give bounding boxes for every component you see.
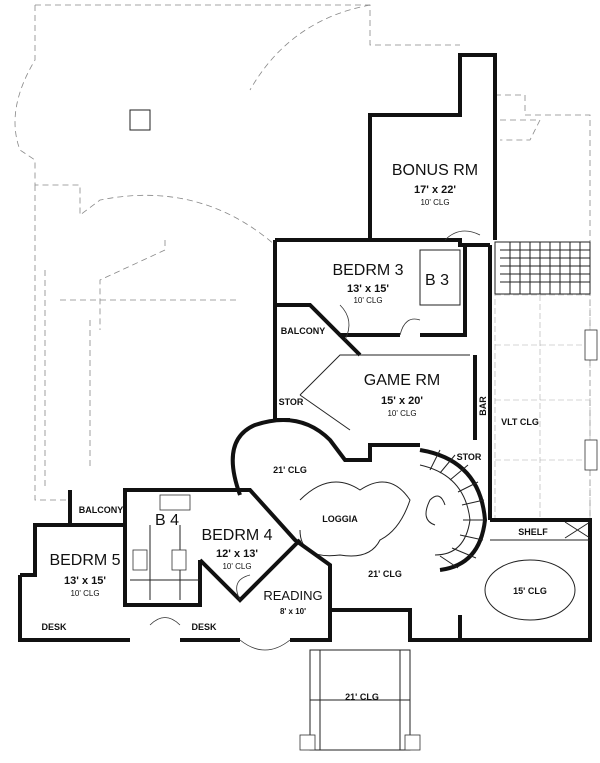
shelf-label: SHELF — [518, 527, 548, 537]
stor-left-label: STOR — [279, 397, 304, 407]
bonus-room-name: BONUS RM — [392, 162, 478, 179]
foyer-ceiling: 21' CLG — [368, 569, 402, 579]
balcony-upper-label: BALCONY — [281, 326, 326, 336]
reading-size: 8' x 10' — [280, 607, 306, 616]
spiral-stair — [419, 448, 488, 572]
vlt-clg-label: VLT CLG — [501, 417, 539, 427]
desk-mid-label: DESK — [191, 622, 217, 632]
game-room-name: GAME RM — [364, 372, 440, 389]
game-room-size: 15' x 20' — [381, 395, 423, 407]
lower-floor-walls — [18, 488, 460, 642]
bedrm5-name: BEDRM 5 — [49, 552, 120, 569]
bedrm4-size: 12' x 13' — [216, 548, 258, 560]
b4-name: B 4 — [155, 512, 179, 529]
lower-level-outline — [14, 4, 591, 530]
bedrm3-ceiling: 10' CLG — [353, 296, 382, 305]
game-room-ceiling: 10' CLG — [387, 409, 416, 418]
chimney-box — [129, 109, 151, 131]
bedrm4-ceiling: 10' CLG — [222, 562, 251, 571]
bedrm3-size: 13' x 15' — [347, 283, 389, 295]
bedrm4-name: BEDRM 4 — [201, 527, 272, 544]
rotunda — [230, 418, 420, 557]
bonus-room — [368, 53, 497, 240]
room-labels: BONUS RM 17' x 22' 10' CLG BEDRM 3 13' x… — [41, 162, 548, 702]
desk-left-label: DESK — [41, 622, 67, 632]
balcony-lower-label: BALCONY — [79, 505, 124, 515]
bedrm5-size: 13' x 15' — [64, 575, 106, 587]
bonus-room-ceiling: 10' CLG — [420, 198, 449, 207]
bedrm3-name: BEDRM 3 — [332, 262, 403, 279]
door-swings — [149, 230, 481, 651]
porch-ceiling: 21' CLG — [345, 692, 379, 702]
loggia-label: LOGGIA — [322, 514, 358, 524]
stor-right-label: STOR — [457, 452, 482, 462]
bar-label: BAR — [478, 396, 488, 416]
lower-right-wing — [458, 518, 592, 642]
rotunda-ceiling: 21' CLG — [273, 465, 307, 475]
porch — [299, 649, 421, 751]
bonus-room-size: 17' x 22' — [414, 184, 456, 196]
upper-stair — [494, 241, 591, 295]
oval-ceiling: 15' CLG — [513, 586, 547, 596]
reading-name: READING — [263, 588, 322, 603]
bedrm5-ceiling: 10' CLG — [70, 589, 99, 598]
vaulted-grid — [494, 294, 598, 521]
b3-name: B 3 — [425, 272, 449, 289]
